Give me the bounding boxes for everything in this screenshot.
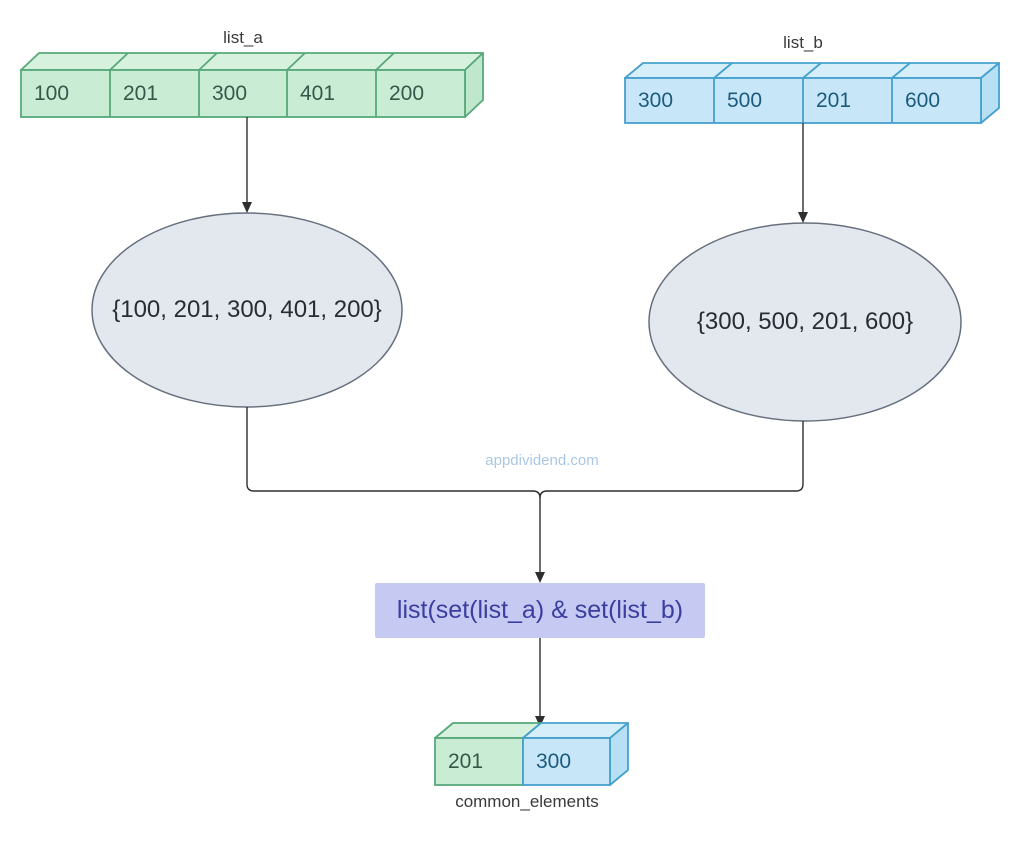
result-label: common_elements: [455, 792, 599, 811]
arrowhead-result: [535, 716, 545, 727]
result-array-box: [434, 722, 629, 786]
list-b-label: list_b: [783, 33, 823, 52]
arrowhead-set-a: [242, 202, 252, 213]
list-a-cell-4: 200: [389, 81, 425, 105]
list-a-cell-2: 300: [212, 81, 248, 105]
result-green-front-face: [434, 737, 524, 786]
set-b-text: {300, 500, 201, 600}: [696, 308, 914, 335]
list-a-top-face: [20, 52, 484, 71]
arrow-heads: [242, 202, 808, 727]
list-a-cell-3: 401: [300, 81, 336, 105]
list-a-array-box: [20, 52, 484, 118]
list-b-array-box: [624, 62, 1000, 124]
list-a-label: list_a: [223, 28, 263, 47]
list-b-cell-dividers: [713, 62, 911, 123]
connector-set-b-to-operation: [539, 421, 804, 499]
list-a-front-face: [20, 69, 466, 118]
list-b-cell-2: 201: [816, 88, 852, 112]
watermark-text: appdividend.com: [485, 452, 599, 469]
arrowhead-operation: [535, 572, 545, 583]
list-b-cell-3: 600: [905, 88, 941, 112]
result-blue-front-face: [522, 737, 611, 786]
arrowhead-set-b: [798, 212, 808, 223]
list-a-cell-1: 201: [123, 81, 159, 105]
connector-set-a-to-operation: [246, 407, 541, 573]
operation-expression-box: list(set(list_a) & set(list_b): [375, 583, 705, 638]
set-b-ellipse: [648, 222, 962, 422]
result-cell-1: 300: [536, 749, 572, 773]
list-a-cell-dividers: [109, 52, 395, 117]
list-b-cell-1: 500: [727, 88, 763, 112]
result-cell-0: 201: [448, 749, 484, 773]
connector-lines: [246, 117, 804, 718]
list-b-cell-0: 300: [638, 88, 674, 112]
list-a-cell-0: 100: [34, 81, 70, 105]
set-a-text: {100, 201, 300, 401, 200}: [112, 296, 382, 323]
